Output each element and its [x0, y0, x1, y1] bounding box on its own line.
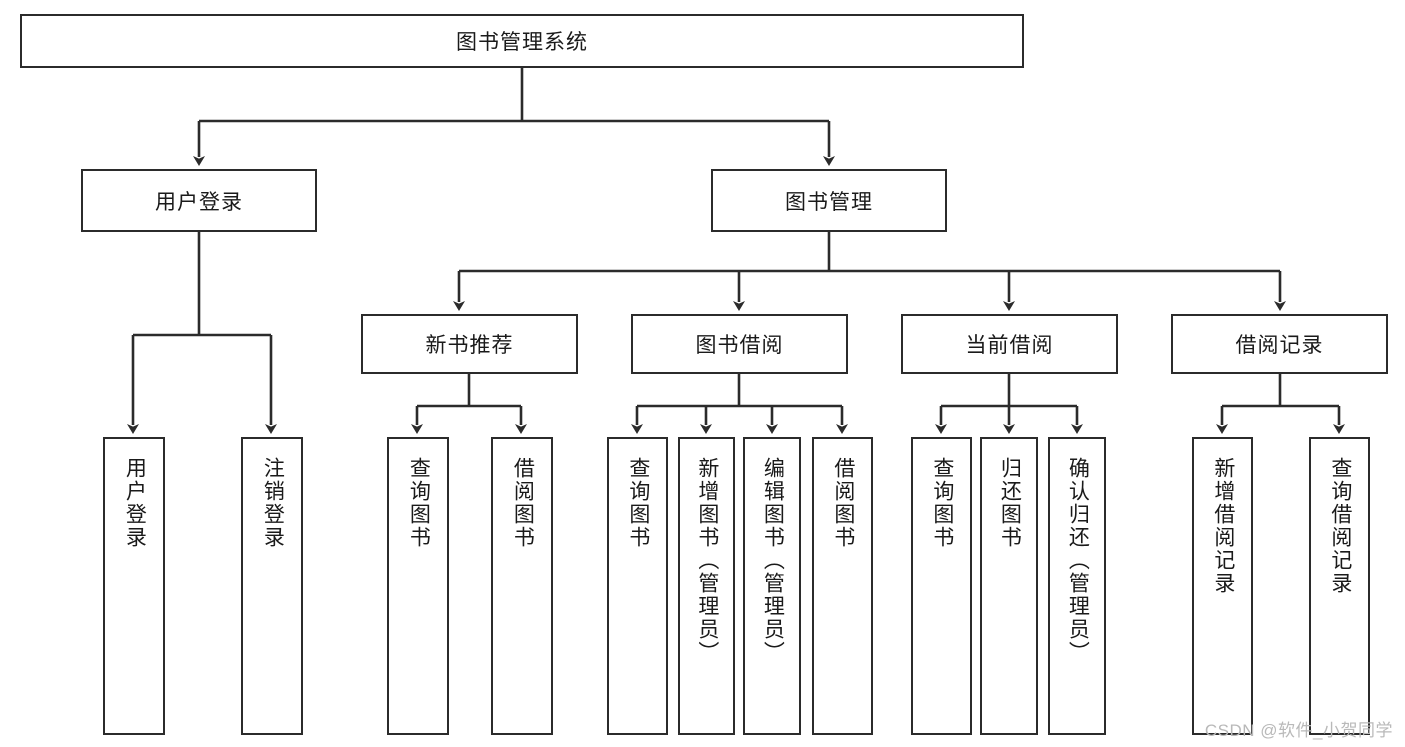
leaf-new-book-query[interactable]: 查询图书	[387, 437, 449, 735]
node-root-system[interactable]: 图书管理系统	[20, 14, 1024, 68]
node-book-management[interactable]: 图书管理	[711, 169, 947, 232]
leaf-book-borrow-borrow[interactable]: 借阅图书	[812, 437, 873, 735]
csdn-watermark: CSDN @软件_小贺同学	[1204, 721, 1393, 740]
node-user-login[interactable]: 用户登录	[81, 169, 317, 232]
leaf-user-login-logout[interactable]: 注销登录	[241, 437, 303, 735]
node-label: 归还图书	[998, 457, 1022, 549]
node-label: 当前借阅	[965, 334, 1054, 357]
node-label: 查询图书	[626, 457, 650, 549]
node-label: 确认归还（管理员）	[1066, 457, 1090, 664]
node-borrow-record[interactable]: 借阅记录	[1171, 314, 1388, 374]
node-label: 图书借阅	[695, 334, 784, 357]
leaf-book-borrow-edit[interactable]: 编辑图书（管理员）	[743, 437, 801, 735]
leaf-current-borrow-confirm[interactable]: 确认归还（管理员）	[1048, 437, 1106, 735]
leaf-borrow-record-add[interactable]: 新增借阅记录	[1192, 437, 1253, 735]
node-label: 用户登录	[155, 190, 243, 214]
node-label: 查询图书	[407, 457, 431, 549]
leaf-user-login-login[interactable]: 用户登录	[103, 437, 165, 735]
node-label: 借阅图书	[831, 457, 855, 549]
node-label: 新增图书（管理员）	[695, 457, 719, 664]
node-label: 用户登录	[123, 457, 147, 549]
node-label: 查询图书	[930, 457, 954, 549]
node-label: 查询借阅记录	[1328, 457, 1352, 595]
node-label: 借阅记录	[1235, 334, 1324, 357]
node-label: 图书管理系统	[456, 31, 588, 54]
leaf-borrow-record-query[interactable]: 查询借阅记录	[1309, 437, 1370, 735]
leaf-current-borrow-query[interactable]: 查询图书	[911, 437, 972, 735]
node-book-borrow[interactable]: 图书借阅	[631, 314, 848, 374]
node-label: 编辑图书（管理员）	[761, 457, 785, 664]
node-label: 新书推荐	[425, 334, 514, 357]
node-label: 注销登录	[261, 457, 285, 549]
node-label: 新增借阅记录	[1211, 457, 1235, 595]
node-label: 图书管理	[785, 190, 873, 214]
node-new-book-recommend[interactable]: 新书推荐	[361, 314, 578, 374]
leaf-book-borrow-query[interactable]: 查询图书	[607, 437, 668, 735]
node-label: 借阅图书	[511, 457, 535, 549]
leaf-new-book-borrow[interactable]: 借阅图书	[491, 437, 553, 735]
node-current-borrow[interactable]: 当前借阅	[901, 314, 1118, 374]
leaf-book-borrow-add[interactable]: 新增图书（管理员）	[678, 437, 735, 735]
leaf-current-borrow-return[interactable]: 归还图书	[980, 437, 1038, 735]
